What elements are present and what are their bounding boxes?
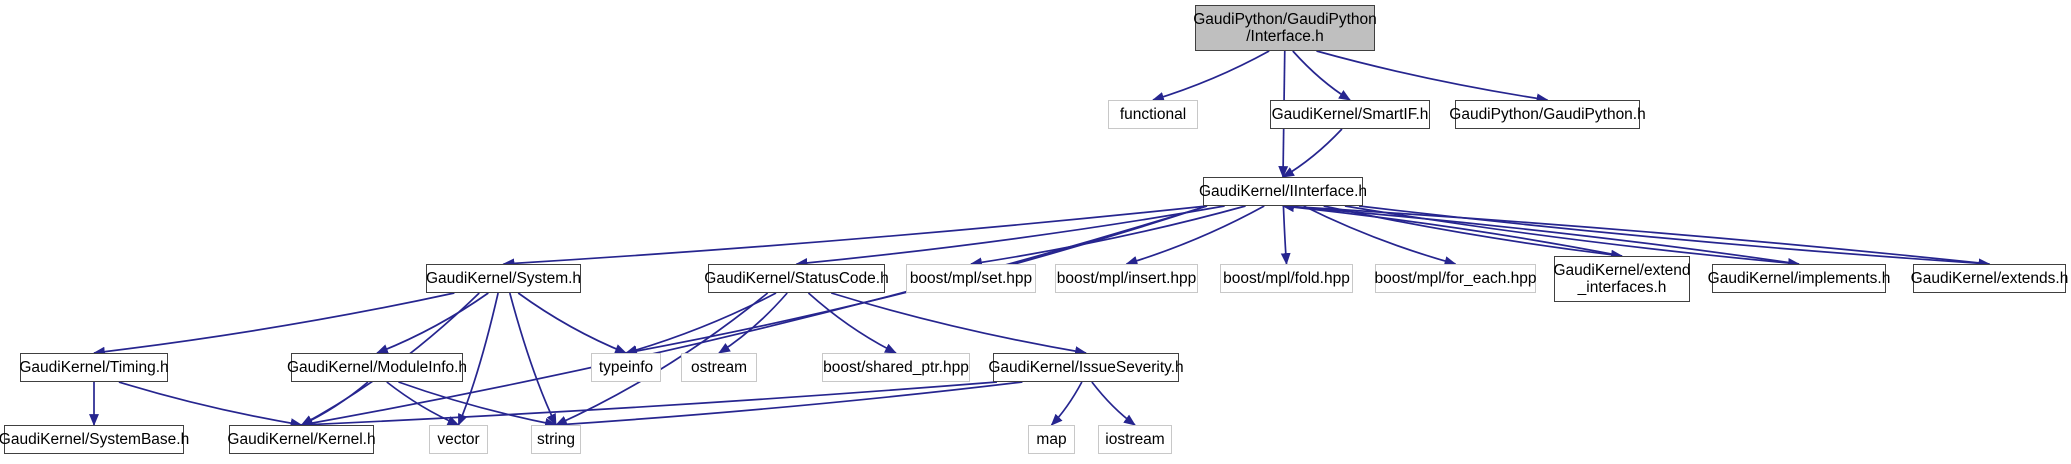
graph-edge-issueseverity-to-string [555,381,1023,430]
graph-edge-system-to-moduleinfo [376,292,489,354]
graph-edge-iinterface-to-mpl_set [970,205,1246,268]
graph-node-shared_ptr[interactable]: boost/shared_ptr.hpp [822,353,970,382]
graph-edge-statuscode-to-issueseverity [830,292,1087,357]
graph-edge-smartif-to-iinterface [1282,128,1343,178]
graph-edge-iinterface-to-mpl_insert [1125,205,1265,266]
graph-edge-iinterface-to-statuscode [795,205,1225,268]
graph-edge-iinterface-to-system [502,205,1208,269]
graph-node-statuscode[interactable]: GaudiKernel/StatusCode.h [704,264,889,293]
graph-edge-interface-to-smartif [1292,50,1351,101]
graph-edge-statuscode-to-shared_ptr [807,292,897,354]
graph-edge-implements-to-iinterface [1282,201,1800,265]
graph-edge-iinterface-to-extend_interfaces [1323,205,1623,260]
graph-node-functional[interactable]: functional [1108,100,1198,129]
graph-edge-statuscode-to-typeinfo [625,292,777,355]
graph-node-implements[interactable]: GaudiKernel/implements.h [1708,264,1890,293]
graph-node-gaudipython[interactable]: GaudiPython/GaudiPython.h [1449,100,1646,129]
graph-edge-system-to-typeinfo [517,292,627,354]
graph-node-timing[interactable]: GaudiKernel/Timing.h [19,353,169,382]
graph-edge-iinterface-to-mpl_fold [1280,205,1291,265]
graph-edge-iinterface-to-kernel [300,205,1208,428]
graph-node-typeinfo[interactable]: typeinfo [591,353,661,382]
graph-node-interface[interactable]: GaudiPython/GaudiPython /Interface.h [1193,5,1377,51]
graph-node-mpl_for_each[interactable]: boost/mpl/for_each.hpp [1375,264,1537,293]
graph-node-system[interactable]: GaudiKernel/System.h [426,264,581,293]
graph-edge-issueseverity-to-kernel [300,381,998,430]
graph-edge-issueseverity-to-map [1050,381,1083,426]
graph-node-mpl_fold[interactable]: boost/mpl/fold.hpp [1220,264,1353,293]
graph-node-ostream[interactable]: ostream [681,353,757,382]
graph-edge-moduleinfo-to-string [398,381,557,428]
graph-edge-interface-to-gaudipython [1316,50,1549,104]
graph-node-smartif[interactable]: GaudiKernel/SmartIF.h [1270,100,1430,129]
graph-edge-moduleinfo-to-kernel [300,381,369,426]
graph-edge-system-to-string [508,292,557,426]
graph-edge-issueseverity-to-iostream [1091,381,1136,426]
graph-edge-interface-to-functional [1152,50,1270,102]
graph-node-kernel[interactable]: GaudiKernel/Kernel.h [227,425,376,454]
graph-node-mpl_set[interactable]: boost/mpl/set.hpp [906,264,1036,293]
graph-node-iostream[interactable]: iostream [1098,425,1172,454]
graph-node-map[interactable]: map [1028,425,1075,454]
graph-edge-iinterface-to-mpl_for_each [1303,205,1457,266]
graph-edge-system-to-timing [93,292,455,357]
graph-node-mpl_insert[interactable]: boost/mpl/insert.hpp [1055,264,1198,293]
graph-node-vector[interactable]: vector [429,425,488,454]
graph-node-systembase[interactable]: GaudiKernel/SystemBase.h [0,425,189,454]
graph-edge-moduleinfo-to-vector [386,381,460,426]
graph-node-issueseverity[interactable]: GaudiKernel/IssueSeverity.h [988,353,1184,382]
graph-node-extends[interactable]: GaudiKernel/extends.h [1911,264,2068,293]
graph-node-moduleinfo[interactable]: GaudiKernel/ModuleInfo.h [287,353,467,382]
graph-edge-extend_interfaces-to-iinterface [1282,202,1623,257]
graph-node-iinterface[interactable]: GaudiKernel/IInterface.h [1199,177,1367,206]
graph-edge-statuscode-to-ostream [718,292,788,354]
graph-edge-timing-to-kernel [118,381,303,429]
graph-node-extend_interfaces[interactable]: GaudiKernel/extend _interfaces.h [1554,256,1691,302]
graph-node-string[interactable]: string [531,425,581,454]
